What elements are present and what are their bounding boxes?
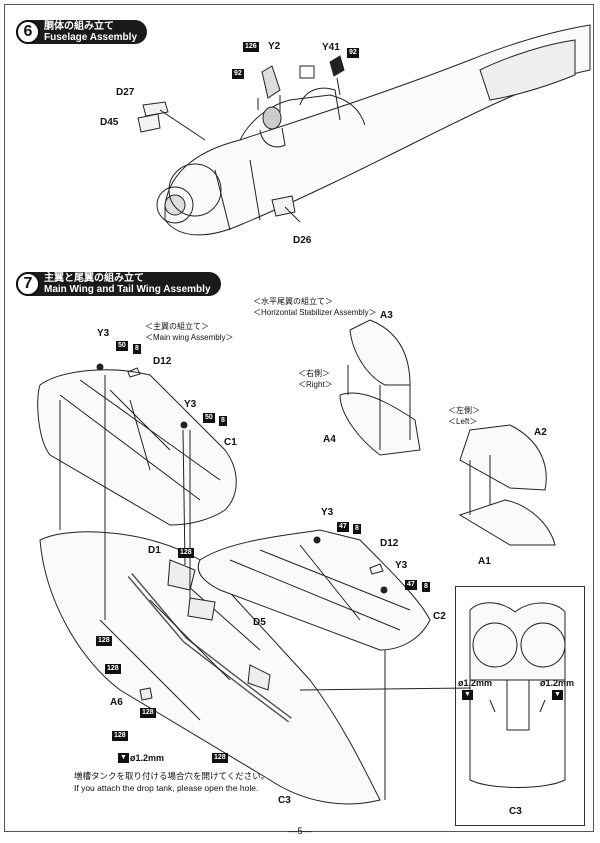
part-a4: A4: [323, 434, 336, 445]
fuselage-drawing: [137, 24, 591, 236]
part-a1: A1: [478, 556, 491, 567]
main-wing-lower-drawing: [39, 375, 381, 805]
inset-drawing: [469, 602, 566, 788]
part-box-128b: 128: [96, 636, 112, 646]
part-box-47b: 47: [405, 580, 417, 590]
part-d45: D45: [100, 117, 119, 128]
part-box-128f: 128: [212, 753, 228, 763]
part-box-92b: 92: [347, 48, 359, 58]
main-wing-upper-drawing: [37, 363, 237, 526]
part-c2: C2: [433, 611, 446, 622]
hstab-assembly-en: ＜Horizontal Stabilizer Assembly＞: [253, 308, 377, 317]
drop-tank-note-en: If you attach the drop tank, please open…: [74, 783, 259, 793]
part-d5: D5: [253, 617, 266, 628]
part-box-8c: 8: [353, 524, 361, 534]
drill-bit-icon-b: ▼: [462, 690, 473, 700]
step-7-header: 7 主翼と尾翼の組み立て Main Wing and Tail Wing Ass…: [16, 272, 221, 296]
step-7-title-en: Main Wing and Tail Wing Assembly: [44, 284, 211, 295]
part-y2: Y2: [268, 41, 281, 52]
page-frame: [4, 4, 594, 832]
main-wing-right-drawing: [197, 529, 471, 800]
part-box-128c: 128: [105, 664, 121, 674]
right-side-en: ＜Right＞: [298, 380, 333, 389]
drop-tank-note-jp: 増槽タンクを取り付ける場合穴を開けてください。: [74, 771, 270, 781]
part-box-128a: 128: [178, 548, 194, 558]
stabilizer-drawing: [339, 319, 556, 546]
part-c3: C3: [278, 795, 291, 806]
part-a6: A6: [110, 697, 123, 708]
hstab-assembly-jp: ＜水平尾翼の組立て＞: [253, 297, 333, 306]
part-box-92a: 92: [232, 69, 244, 79]
part-box-128e: 128: [112, 731, 128, 741]
main-wing-assembly-en: ＜Main wing Assembly＞: [145, 333, 234, 342]
left-side-jp: ＜左側＞: [448, 406, 480, 415]
part-box-50a: 50: [116, 341, 128, 351]
part-d26: D26: [293, 235, 312, 246]
part-box-8b: 8: [219, 416, 227, 426]
drill-bit-icon-a: ▼: [118, 753, 129, 763]
part-box-8d: 8: [422, 582, 430, 592]
part-y41: Y41: [322, 42, 340, 53]
page-number: —5—: [288, 826, 312, 836]
step-7-number: 7: [16, 272, 40, 296]
part-a2: A2: [534, 427, 547, 438]
part-box-126: 126: [243, 42, 259, 52]
drill-bit-icon-c: ▼: [552, 690, 563, 700]
right-side-jp: ＜右側＞: [298, 369, 330, 378]
inset-detail-box: [455, 586, 585, 826]
part-y3-b: Y3: [184, 399, 197, 410]
part-y3-a: Y3: [97, 328, 110, 339]
part-a3: A3: [380, 310, 393, 321]
drill-size-a: ø1.2mm: [130, 753, 165, 763]
left-side-en: ＜Left＞: [448, 417, 478, 426]
main-wing-assembly-jp: ＜主翼の組立て＞: [145, 322, 209, 331]
part-box-50b: 50: [203, 413, 215, 423]
step-6-title-jp: 胴体の組み立て: [44, 21, 114, 32]
part-y3-d: Y3: [395, 560, 408, 571]
part-y3-c: Y3: [321, 507, 334, 518]
step-6-title-en: Fuselage Assembly: [44, 32, 138, 43]
step-7-title-jp: 主翼と尾翼の組み立て: [44, 273, 144, 284]
part-d27: D27: [116, 87, 135, 98]
step-6-header: 6 胴体の組み立て Fuselage Assembly: [16, 20, 148, 44]
part-d1: D1: [148, 545, 161, 556]
part-d12-a: D12: [153, 356, 172, 367]
part-c1: C1: [224, 437, 237, 448]
drill-size-b: ø1.2mm: [458, 678, 493, 688]
step-6-number: 6: [16, 20, 40, 44]
part-box-47a: 47: [337, 522, 349, 532]
part-d12-b: D12: [380, 538, 399, 549]
drill-size-c: ø1.2mm: [540, 678, 575, 688]
part-c3-inset: C3: [509, 806, 522, 817]
part-box-128d: 128: [140, 708, 156, 718]
part-box-8a: 8: [133, 344, 141, 354]
